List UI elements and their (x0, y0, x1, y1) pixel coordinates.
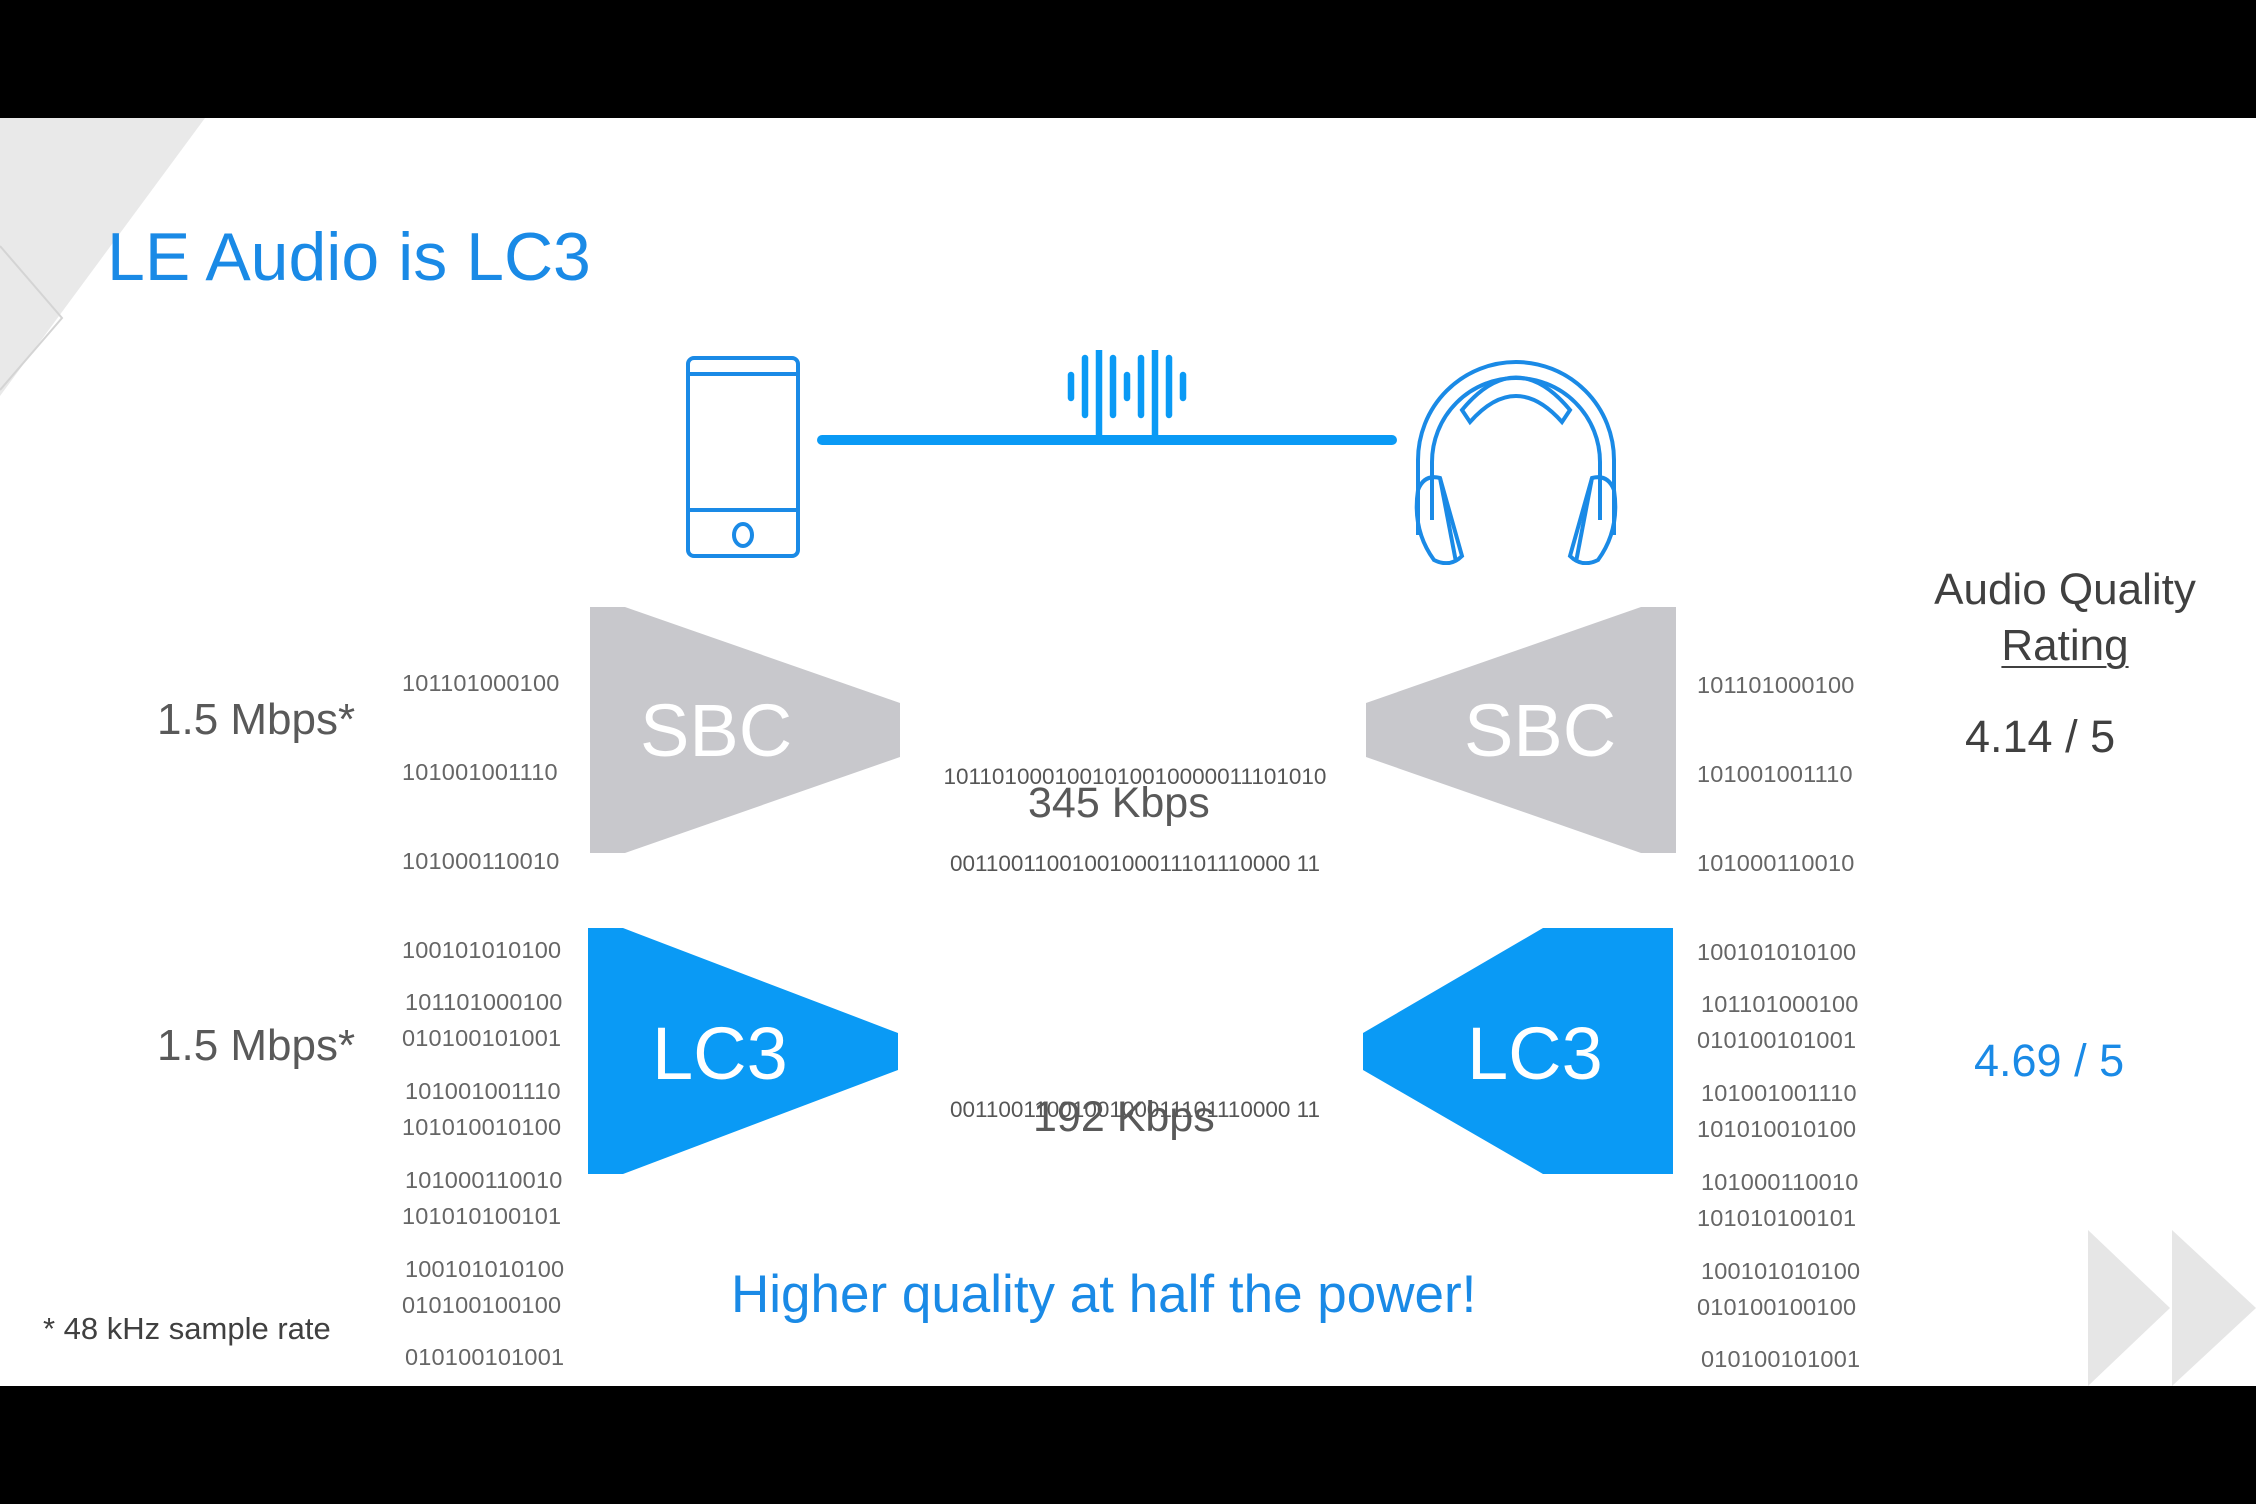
lc3-decoder-shape (1363, 928, 1673, 1174)
sound-wave-icon (1067, 350, 1187, 442)
bit-line: 010100101001 (402, 1025, 562, 1052)
bit-line: 101000110010 (1697, 849, 1855, 876)
footnote: * 48 kHz sample rate (43, 1311, 331, 1346)
quality-rating: 4.69 / 5 (1974, 1035, 2125, 1086)
input-bitrate: 1.5 Mbps* (157, 695, 356, 744)
fast-forward-arrow-right-icon (2172, 1230, 2256, 1386)
rating-header: Audio Quality Rating (1910, 562, 2220, 674)
encoder-label: LC3 (652, 1012, 788, 1095)
bit-line: 101101000100 (405, 989, 563, 1016)
bit-line: 101101000100 (1701, 991, 1859, 1018)
output-bits: 101101000100 101001001110 101000110010 1… (1701, 931, 1860, 1386)
bit-line: 101000110010 (402, 847, 560, 874)
bit-line: 101010100101 (1697, 1204, 1857, 1231)
rating-header-line1: Audio Quality (1934, 565, 2196, 614)
bit-line: 0011001100100100011101110000 11 (950, 1097, 1320, 1122)
smartphone-icon (686, 356, 800, 558)
output-bits: 101101000100 101001001110 101000110010 1… (1697, 612, 1856, 1381)
bit-line: 101000110010 (405, 1166, 563, 1193)
bit-line: 101001001110 (1697, 760, 1853, 787)
bit-line: 101010100101 (402, 1202, 562, 1229)
sbc-encoder-shape (590, 607, 900, 853)
bit-line: 101010010100 (402, 1114, 562, 1141)
encoder-label: SBC (640, 689, 793, 772)
chevron-outline-shape (0, 245, 64, 391)
input-bits: 101101000100 101001001110 101000110010 1… (405, 929, 564, 1386)
decoder-label: SBC (1464, 689, 1617, 772)
bit-line: 101010010100 (1697, 1116, 1857, 1143)
bit-line: 101001001110 (1701, 1079, 1857, 1106)
bit-line: 010100101001 (1701, 1346, 1861, 1373)
bit-line: 010100101001 (1697, 1027, 1857, 1054)
bit-line: 101001001110 (405, 1077, 561, 1104)
bit-line: 010100101001 (405, 1344, 565, 1371)
encoded-bitrate: 345 Kbps (1028, 779, 1210, 827)
sbc-decoder-shape (1366, 607, 1676, 853)
input-bitrate: 1.5 Mbps* (157, 1021, 356, 1070)
headphones-icon (1414, 360, 1618, 565)
quality-rating: 4.14 / 5 (1965, 711, 2116, 762)
encoded-bitrate: 192 Kbps (1033, 1093, 1215, 1141)
decoder-label: LC3 (1467, 1012, 1603, 1095)
bit-line: 101101000100 (402, 670, 560, 697)
transmission-diagram (686, 350, 1618, 565)
rating-header-line2: Rating (2001, 621, 2129, 670)
bit-line: 100101010100 (405, 1255, 565, 1282)
bit-line: 100101010100 (1697, 938, 1857, 965)
bit-line: 1011010001001010010000011101010 (943, 764, 1327, 789)
fast-forward-arrow-left-icon (2088, 1230, 2170, 1386)
slide-title: LE Audio is LC3 (107, 219, 591, 295)
bit-line: 0011001100100100011101110000 11 (950, 851, 1320, 876)
input-bits: 101101000100 101001001110 101000110010 1… (402, 610, 561, 1379)
bit-line: 100101010100 (402, 936, 562, 963)
encoded-bits: 0011001100100100011101110000 11 (925, 1037, 1345, 1182)
bit-line: 101000110010 (1701, 1168, 1859, 1195)
background-decoration (0, 118, 2256, 1386)
bit-line: 100101010100 (1701, 1257, 1861, 1284)
bit-line: 101101000100 (1697, 672, 1855, 699)
encoded-bits: 1011010001001010010000011101010 00110011… (925, 704, 1345, 936)
bit-line: 010100100100 (402, 1291, 562, 1318)
corner-triangle-shape (0, 118, 205, 396)
bit-line: 010100100100 (1697, 1293, 1857, 1320)
lc3-encoder-shape (588, 928, 898, 1174)
slide: LE Audio is LC3 (0, 118, 2256, 1386)
tagline: Higher quality at half the power! (731, 1265, 1477, 1324)
bit-line: 101001001110 (402, 758, 558, 785)
